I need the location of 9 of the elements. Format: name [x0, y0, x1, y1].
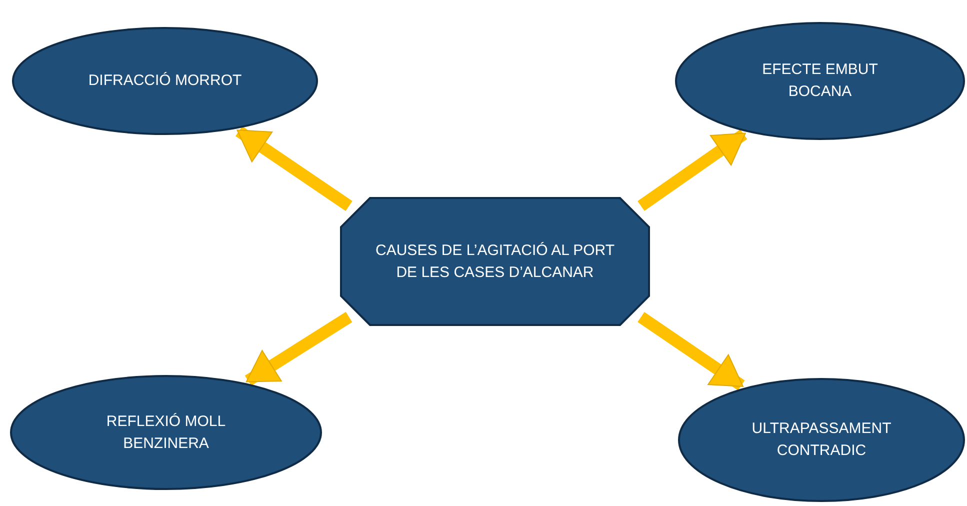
node-label: CAUSES DE L’AGITACIÓ AL PORT DE LES CASES D’ALCANAR: [374, 240, 616, 282]
node-label: DIFRACCIÓ MORROT: [88, 71, 242, 91]
arrow: [244, 312, 352, 386]
node-label: REFLEXIÓ MOLL BENZINERA: [105, 412, 227, 454]
node-label: EFECTE EMBUT BOCANA: [761, 60, 879, 102]
arrow: [235, 126, 352, 211]
arrow: [638, 129, 748, 211]
node-label: ULTRAPASSAMENT CONTRADIC: [750, 419, 892, 461]
arrow: [638, 312, 745, 390]
